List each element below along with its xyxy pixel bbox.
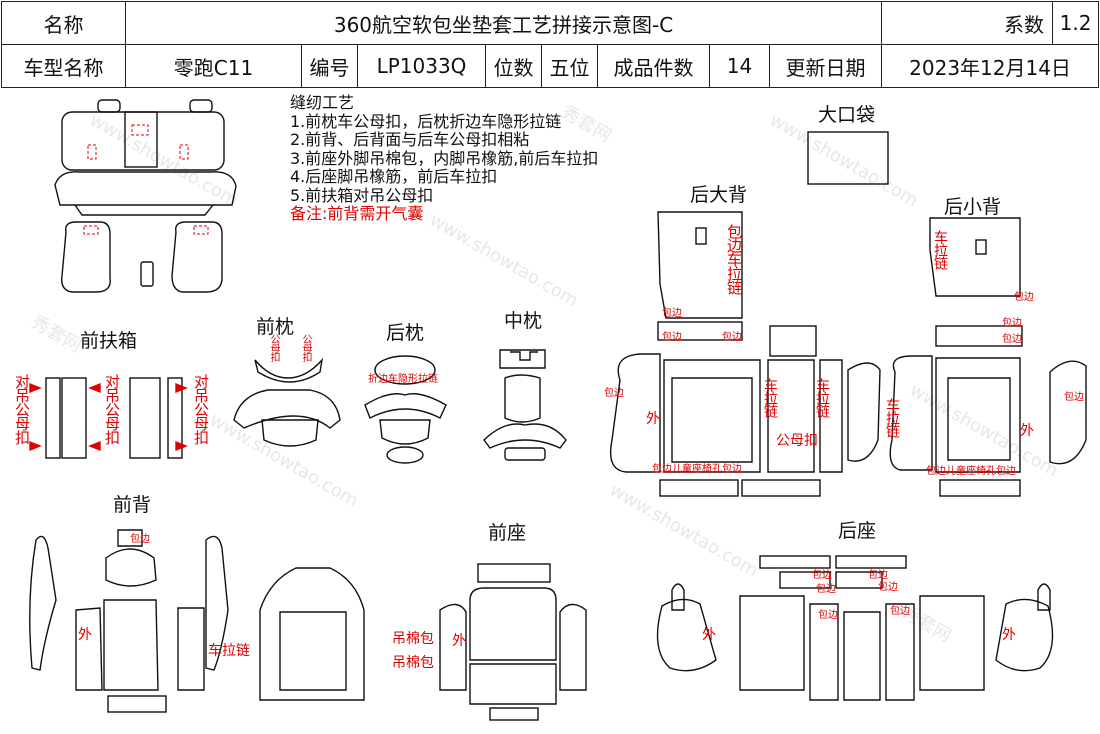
tag-edge: 包边 [662,308,682,319]
tag-edge: 包边 [818,610,838,621]
tag-edge: 包边 [604,388,624,399]
code-value: LP1033Q [357,44,486,88]
front-armrest-pieces [29,377,188,459]
section-rear-seat: 后座 [838,520,877,542]
process-step: 1.前枕车公母扣，后枕折边车隐形拉链 [290,111,562,131]
tag-edge: 包边 [1002,334,1022,345]
tag-outer: 外 [78,627,92,643]
tag-headrest-snap-right: 公母扣 [300,334,311,361]
process-step: 5.前扶箱对吊公母扣 [290,185,434,205]
date-label: 更新日期 [768,44,883,88]
front-back-pieces [29,529,365,713]
tag-outer: 外 [702,627,716,643]
process-title: 缝纫工艺 [290,93,355,112]
rear-small-back-pieces [889,217,1087,497]
tag-edge: 包边 [1014,292,1034,303]
seat-overview-diagram [54,99,237,293]
rear-big-back-pieces [609,211,881,497]
section-front-armrest: 前扶箱 [80,330,138,352]
tag-armrest-mid: 对吊公母扣 [103,374,121,444]
tag-zipper: 车拉链 [884,398,900,437]
process-remark: 备注:前背需开气囊 [290,204,424,223]
coef-label: 系数 [881,1,1054,45]
code-label: 编号 [301,44,358,88]
tag-edge: 包边 [662,332,682,343]
tag-armrest-left: 对吊公母扣 [13,374,31,444]
tag-edge: 包边 [890,606,910,617]
tag-edge: 包边 [130,534,150,545]
name-label: 名称 [1,1,126,45]
big-pocket-piece [807,131,889,185]
section-front-back: 前背 [113,494,152,516]
middle-headrest-pieces [483,349,567,461]
process-step: 3.前座外脚吊棉包，内脚吊橡筋,前后车拉扣 [290,148,599,168]
tag-outer: 外 [646,411,660,427]
tag-edge: 包边 [816,584,836,595]
pieces-value: 14 [709,44,770,88]
section-rear-headrest: 后枕 [386,322,425,344]
tag-headrest-snap-left: 公母扣 [268,334,279,361]
tag-edge: 包边 [1002,318,1022,329]
tag-zipper: 车拉链 [208,643,250,659]
tag-outer: 外 [1020,423,1034,439]
seats-value: 五位 [541,44,598,88]
process-step: 2.前背、后背面与后车公母扣相粘 [290,130,530,149]
section-front-seat: 前座 [488,522,527,544]
model-value: 零跑C11 [125,44,302,88]
tag-small-back-zipper: 车拉链 [932,230,948,269]
section-big-pocket: 大口袋 [818,104,876,126]
date-value: 2023年12月14日 [881,44,1100,88]
tag-edge: 包边 [1064,392,1084,403]
section-rear-small-back: 后小背 [944,196,1002,218]
tag-edge: 包边 [812,570,832,581]
rear-seat-pieces [656,555,1054,701]
tag-snap: 公母扣 [776,433,818,449]
tag-zipper: 车拉链 [814,378,830,417]
process-notes: 缝纫工艺 1.前枕车公母扣，后枕折边车隐形拉链 2.前背、后背面与后车公母扣相粘… [290,93,599,224]
tag-edge: 包边 [878,582,898,593]
tag-child-seat-edge: 包边儿童座椅孔包边 [652,464,742,475]
tag-edge: 包边 [722,332,742,343]
front-headrest-pieces [233,357,341,447]
process-step: 4.后座脚吊橡筋，前后车拉扣 [290,167,498,186]
section-rear-big-back: 后大背 [690,184,748,206]
sheet-title: 360航空软包坐垫套工艺拼接示意图-C [124,1,883,45]
tag-rear-headrest-zipper: 折边车隐形拉链 [368,374,438,385]
section-front-headrest: 前枕 [256,316,295,338]
model-label: 车型名称 [1,44,126,88]
tag-cotton: 吊棉包 [392,655,434,671]
header-table: 名称 360航空软包坐垫套工艺拼接示意图-C 系数 1.2 车型名称 零跑C11… [1,1,1100,88]
front-seat-pieces [439,563,587,721]
section-middle-headrest: 中枕 [504,310,543,332]
tag-armrest-right: 对吊公母扣 [192,374,210,444]
tag-outer: 外 [1002,627,1016,643]
tag-edge: 包边 [868,570,888,581]
tag-outer: 外 [452,633,466,649]
pieces-label: 成品件数 [597,44,710,88]
seats-label: 位数 [485,44,542,88]
tag-cotton: 吊棉包 [392,631,434,647]
tag-big-back-edge-zipper: 包边车拉链 [725,224,743,294]
tag-zipper: 车拉链 [762,378,778,417]
tag-child-seat-edge: 包边儿童座椅孔包边 [926,466,1016,477]
rear-headrest-pieces [364,355,447,464]
